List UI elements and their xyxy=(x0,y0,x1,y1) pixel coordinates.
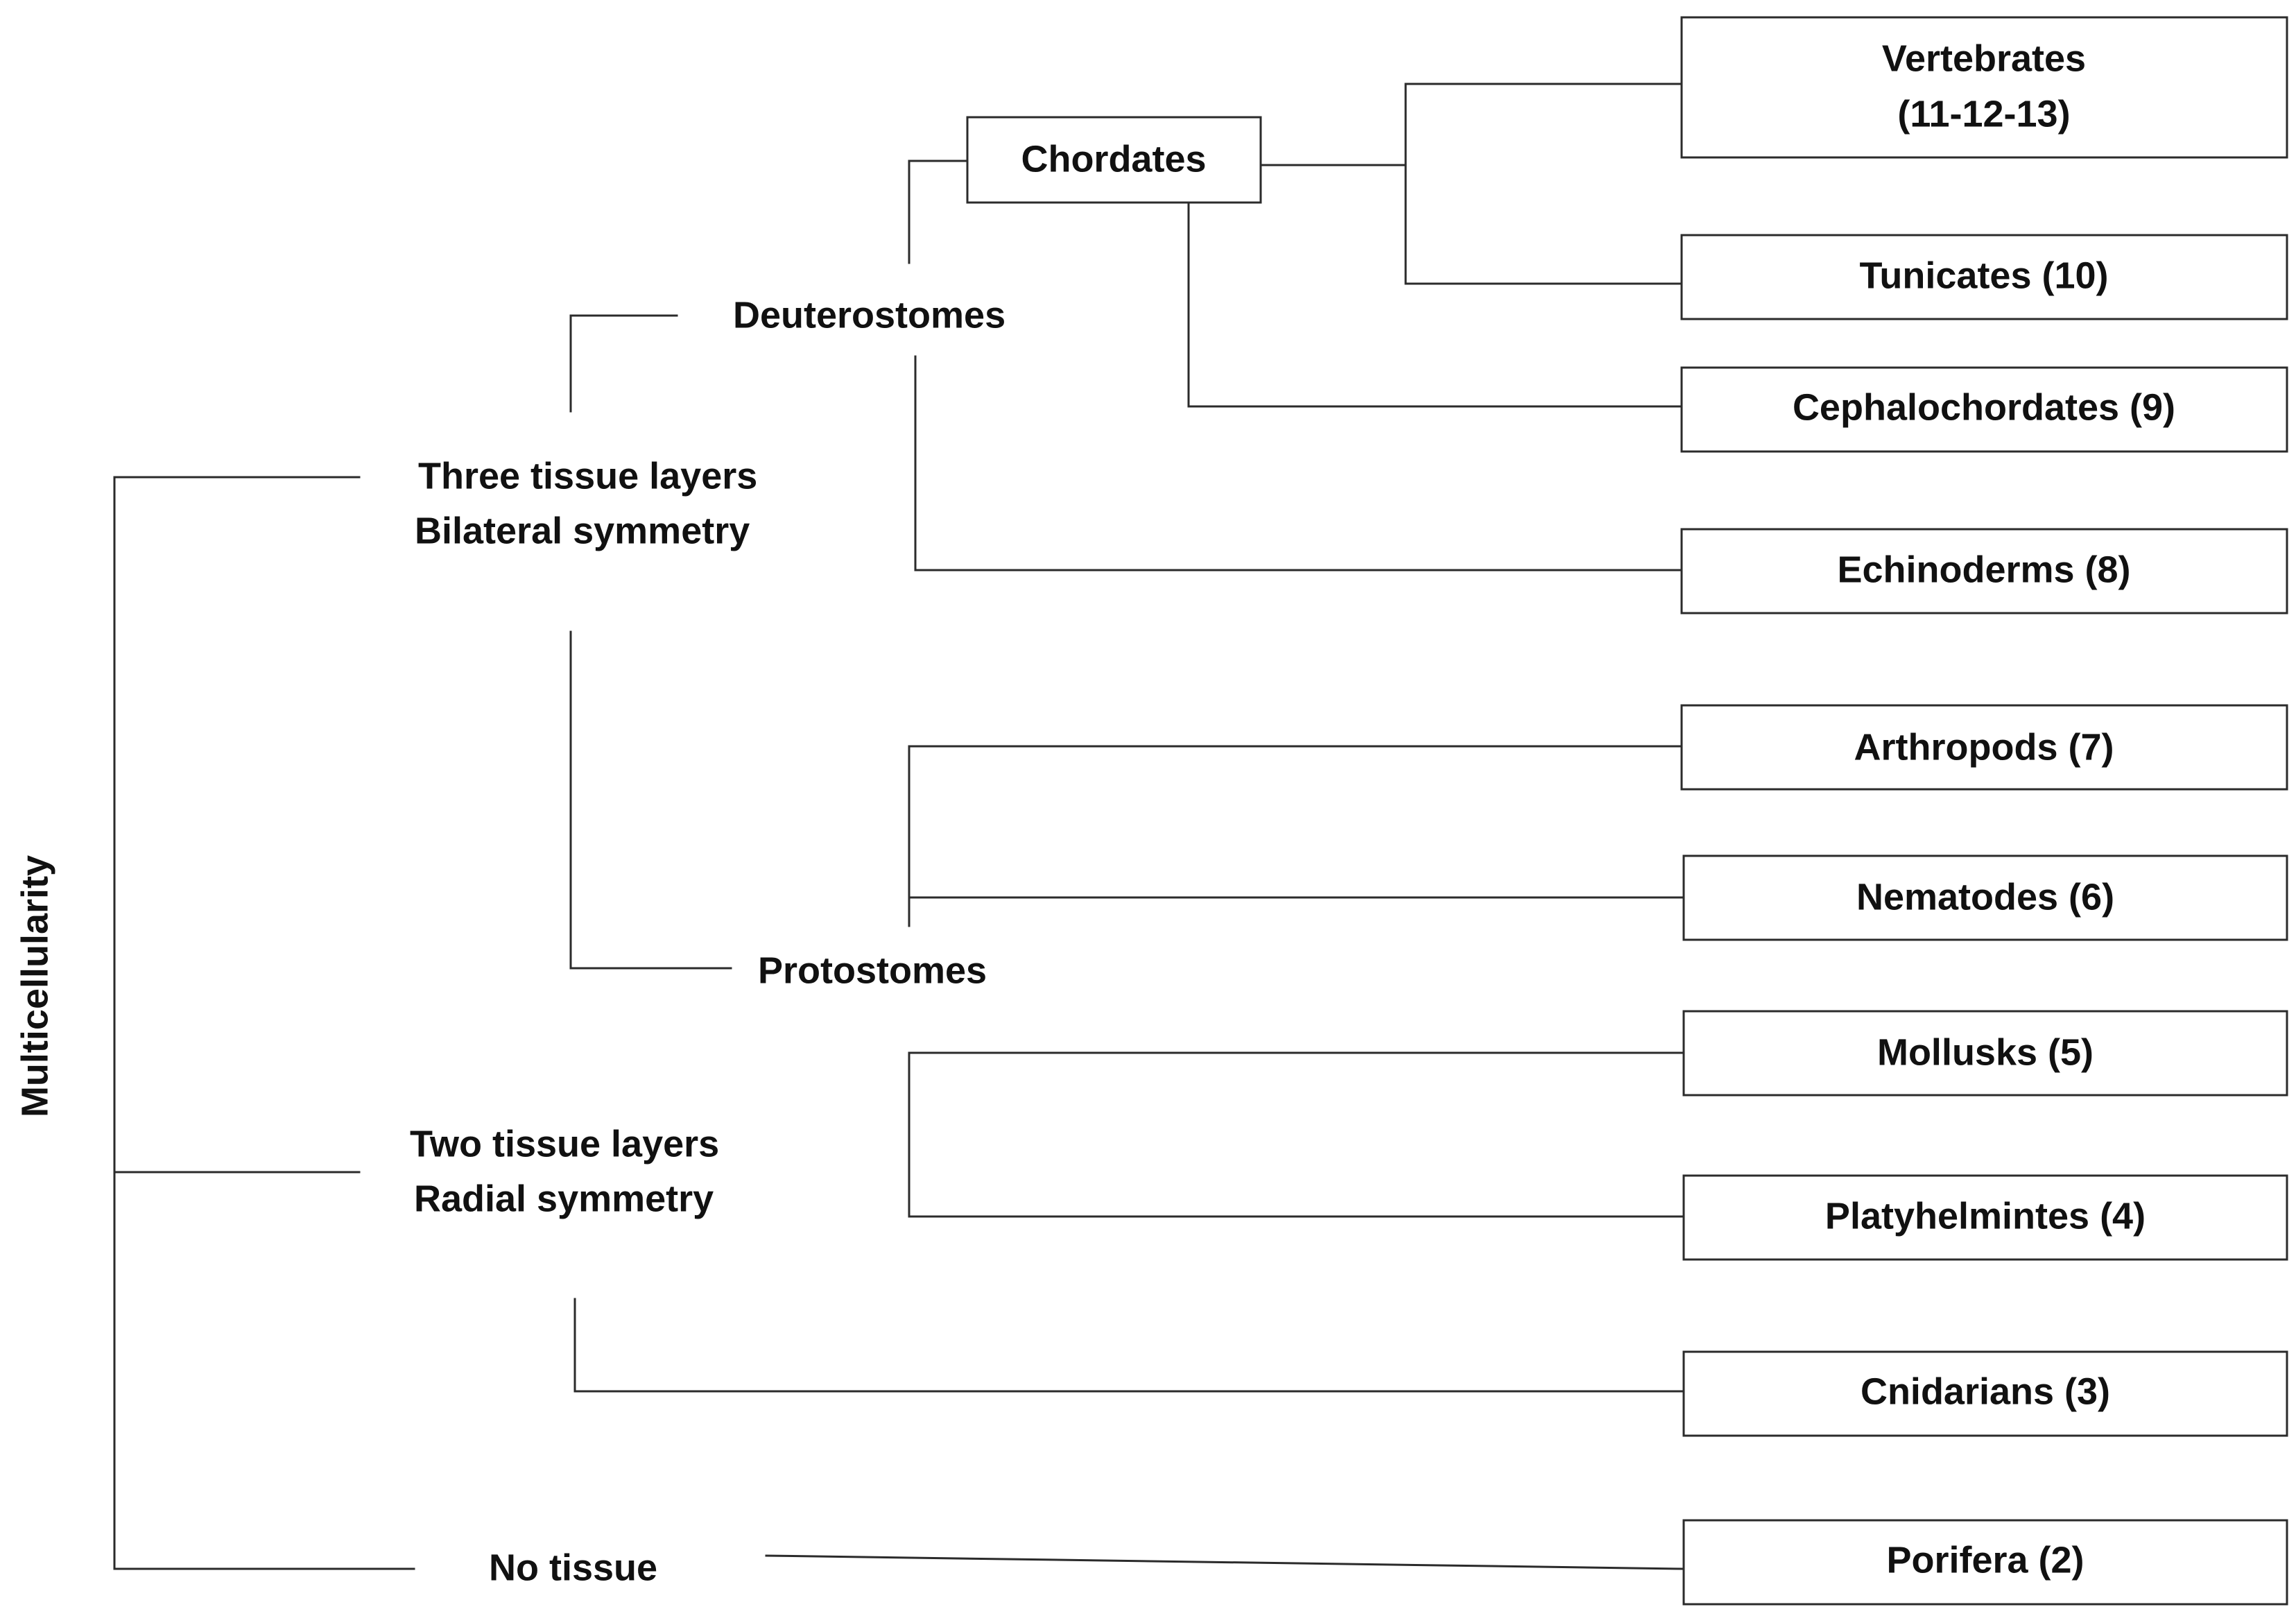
tree-branches xyxy=(113,83,1683,1570)
vertebrates-label-line2: (11-12-13) xyxy=(1897,93,2070,135)
taxon-box-cnidarians xyxy=(1682,1350,2288,1437)
taxon-box-platyhelmintes xyxy=(1682,1174,2288,1261)
mollusks-label: Mollusks (5) xyxy=(1877,1031,2094,1073)
branch-deuterostomes-to-echinoderms xyxy=(914,355,1683,571)
branch-protostomes-to-mollusks-platyhelmintes xyxy=(908,1051,1683,1218)
branch-chordates-to-vertebrates-tunicates xyxy=(1404,83,1683,285)
taxon-box-tunicates xyxy=(1680,234,2288,320)
branch-chordates-to-cephalochordates xyxy=(1187,203,1683,408)
echinoderms-label: Echinoderms (8) xyxy=(1837,549,2130,590)
branch-three-tissue-to-deuterostomes xyxy=(569,314,678,413)
two-tissue-label-line2: Radial symmetry xyxy=(414,1178,714,1219)
chordates-box xyxy=(966,116,1262,204)
tunicates-label: Tunicates (10) xyxy=(1859,255,2108,296)
taxon-box-arthropods xyxy=(1680,704,2288,791)
no-tissue-label: No tissue xyxy=(489,1547,657,1588)
taxon-box-mollusks xyxy=(1682,1010,2288,1097)
protostomes-label: Protostomes xyxy=(758,949,987,991)
three-tissue-label-line1: Three tissue layers xyxy=(418,455,757,497)
deuterostomes-label: Deuterostomes xyxy=(733,294,1005,336)
branch-deuterostomes-to-chordates xyxy=(908,160,969,264)
three-tissue-label-line2: Bilateral symmetry xyxy=(415,510,750,551)
chordates-label: Chordates xyxy=(1021,138,1206,180)
branch-three-tissue-to-protostomes xyxy=(569,630,732,970)
branch-no-tissue-to-porifera xyxy=(765,1554,1683,1570)
platyhelmintes-label: Platyhelmintes (4) xyxy=(1825,1195,2146,1237)
arthropods-label: Arthropods (7) xyxy=(1854,726,2114,768)
tree-labels: Multicellularity Three tissue layers Bil… xyxy=(14,37,2175,1588)
taxon-box-echinoderms xyxy=(1680,528,2288,614)
taxon-box-porifera xyxy=(1682,1519,2288,1606)
branch-protostomes-to-arthropods-nematodes xyxy=(908,745,1683,927)
cnidarians-label: Cnidarians (3) xyxy=(1861,1370,2110,1412)
vertebrates-label-line1: Vertebrates xyxy=(1882,37,2086,79)
root-label: Multicellularity xyxy=(14,855,55,1117)
two-tissue-label-line1: Two tissue layers xyxy=(410,1123,719,1164)
cephalochordates-label: Cephalochordates (9) xyxy=(1793,386,2175,428)
branch-two-tissue-to-cnidarians xyxy=(573,1298,1683,1393)
taxon-box-nematodes xyxy=(1682,854,2288,941)
taxa-boxes xyxy=(966,16,2288,1606)
nematodes-label: Nematodes (6) xyxy=(1856,876,2114,918)
taxon-box-cephalochordates xyxy=(1680,366,2288,453)
taxon-box-vertebrates xyxy=(1680,16,2288,159)
porifera-label: Porifera (2) xyxy=(1886,1539,2084,1581)
